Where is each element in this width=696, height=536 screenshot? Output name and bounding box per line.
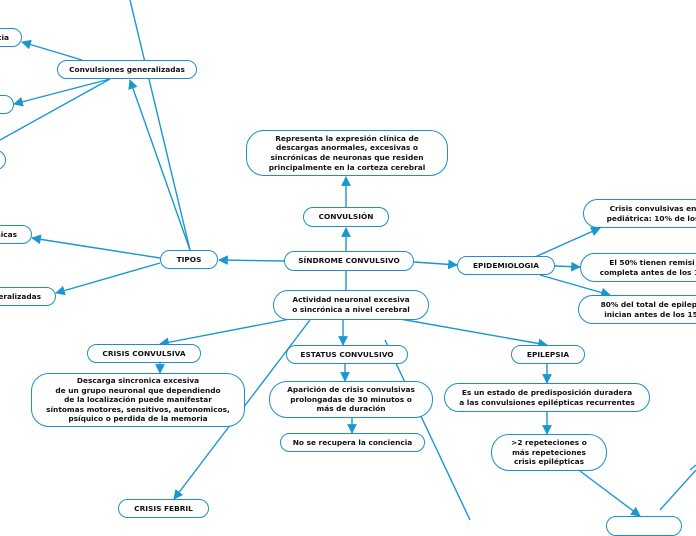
node-actividad-neuronal[interactable]: Actividad neuronal excesiva o sincrónica… xyxy=(273,290,429,320)
node-epilepsia[interactable]: EPILEPSIA xyxy=(511,345,585,364)
node-crisis-convulsiva-description[interactable]: Descarga sincronica excesiva de un grupo… xyxy=(31,373,245,427)
node-epidemiologia-2[interactable]: El 50% tienen remisi completa antes de l… xyxy=(580,253,696,282)
node-convulsion[interactable]: CONVULSIÓN xyxy=(303,207,389,227)
connector-line-14 xyxy=(539,274,611,298)
connector-line-6 xyxy=(129,0,191,251)
node-crisis-convulsiva[interactable]: CRISIS CONVULSIVA xyxy=(87,344,201,363)
connector-line-11 xyxy=(0,78,111,141)
node-left-top-partial[interactable]: cia xyxy=(0,28,22,47)
node-estatus-description[interactable]: Aparición de crisis convulsivas prolonga… xyxy=(269,381,433,418)
node-left-mid-partial[interactable]: nicas xyxy=(0,225,32,244)
node-estatus-convulsivo[interactable]: ESTATUS CONVULSIVO xyxy=(286,345,408,364)
connector-line-27 xyxy=(689,464,696,471)
connector-line-26 xyxy=(659,469,696,511)
node-epidemiologia[interactable]: EPIDEMIOLOGIA xyxy=(457,256,555,275)
node-left-bottom-partial[interactable]: eneralizadas xyxy=(0,287,56,306)
node-epidemiologia-1[interactable]: Crisis convulsivas en pediátrica: 10% de… xyxy=(583,199,696,228)
connector-line-10 xyxy=(13,78,111,107)
connector-line-4 xyxy=(413,259,458,270)
node-epilepsia-description[interactable]: Es un estado de predisposición duradera … xyxy=(444,383,650,412)
node-no-recupera-conciencia[interactable]: No se recupera la conciencia xyxy=(280,433,425,452)
connector-line-9 xyxy=(21,39,83,61)
connector-line-3 xyxy=(218,255,285,266)
node-left-partial-2[interactable] xyxy=(0,95,14,114)
connector-line-15 xyxy=(159,318,291,348)
connector-line-20 xyxy=(399,318,548,349)
connector-line-12 xyxy=(534,227,601,258)
central-node-sindrome-convulsivo[interactable]: SÍNDROME CONVULSIVO xyxy=(284,251,414,271)
node-convulsiones-generalizadas[interactable]: Convulsiones generalizadas xyxy=(57,60,197,79)
node-bottom-right-partial[interactable] xyxy=(606,516,682,536)
connector-line-7 xyxy=(31,234,161,259)
connector-line-8 xyxy=(55,262,161,296)
connector-line-13 xyxy=(554,261,581,272)
node-crisis-febril[interactable]: CRISIS FEBRIL xyxy=(118,499,209,518)
node-convulsion-definition[interactable]: Representa la expresión clínica de desca… xyxy=(246,130,448,176)
connector-line-5 xyxy=(128,79,191,251)
connector-line-23 xyxy=(579,470,641,517)
node-tipos[interactable]: TIPOS xyxy=(160,250,218,269)
connector-line-25 xyxy=(384,339,471,520)
node-repeticiones[interactable]: >2 repeteciones o más repeteciones crisi… xyxy=(491,434,607,471)
node-epidemiologia-3[interactable]: 80% del total de epileps inician antes d… xyxy=(578,295,696,324)
